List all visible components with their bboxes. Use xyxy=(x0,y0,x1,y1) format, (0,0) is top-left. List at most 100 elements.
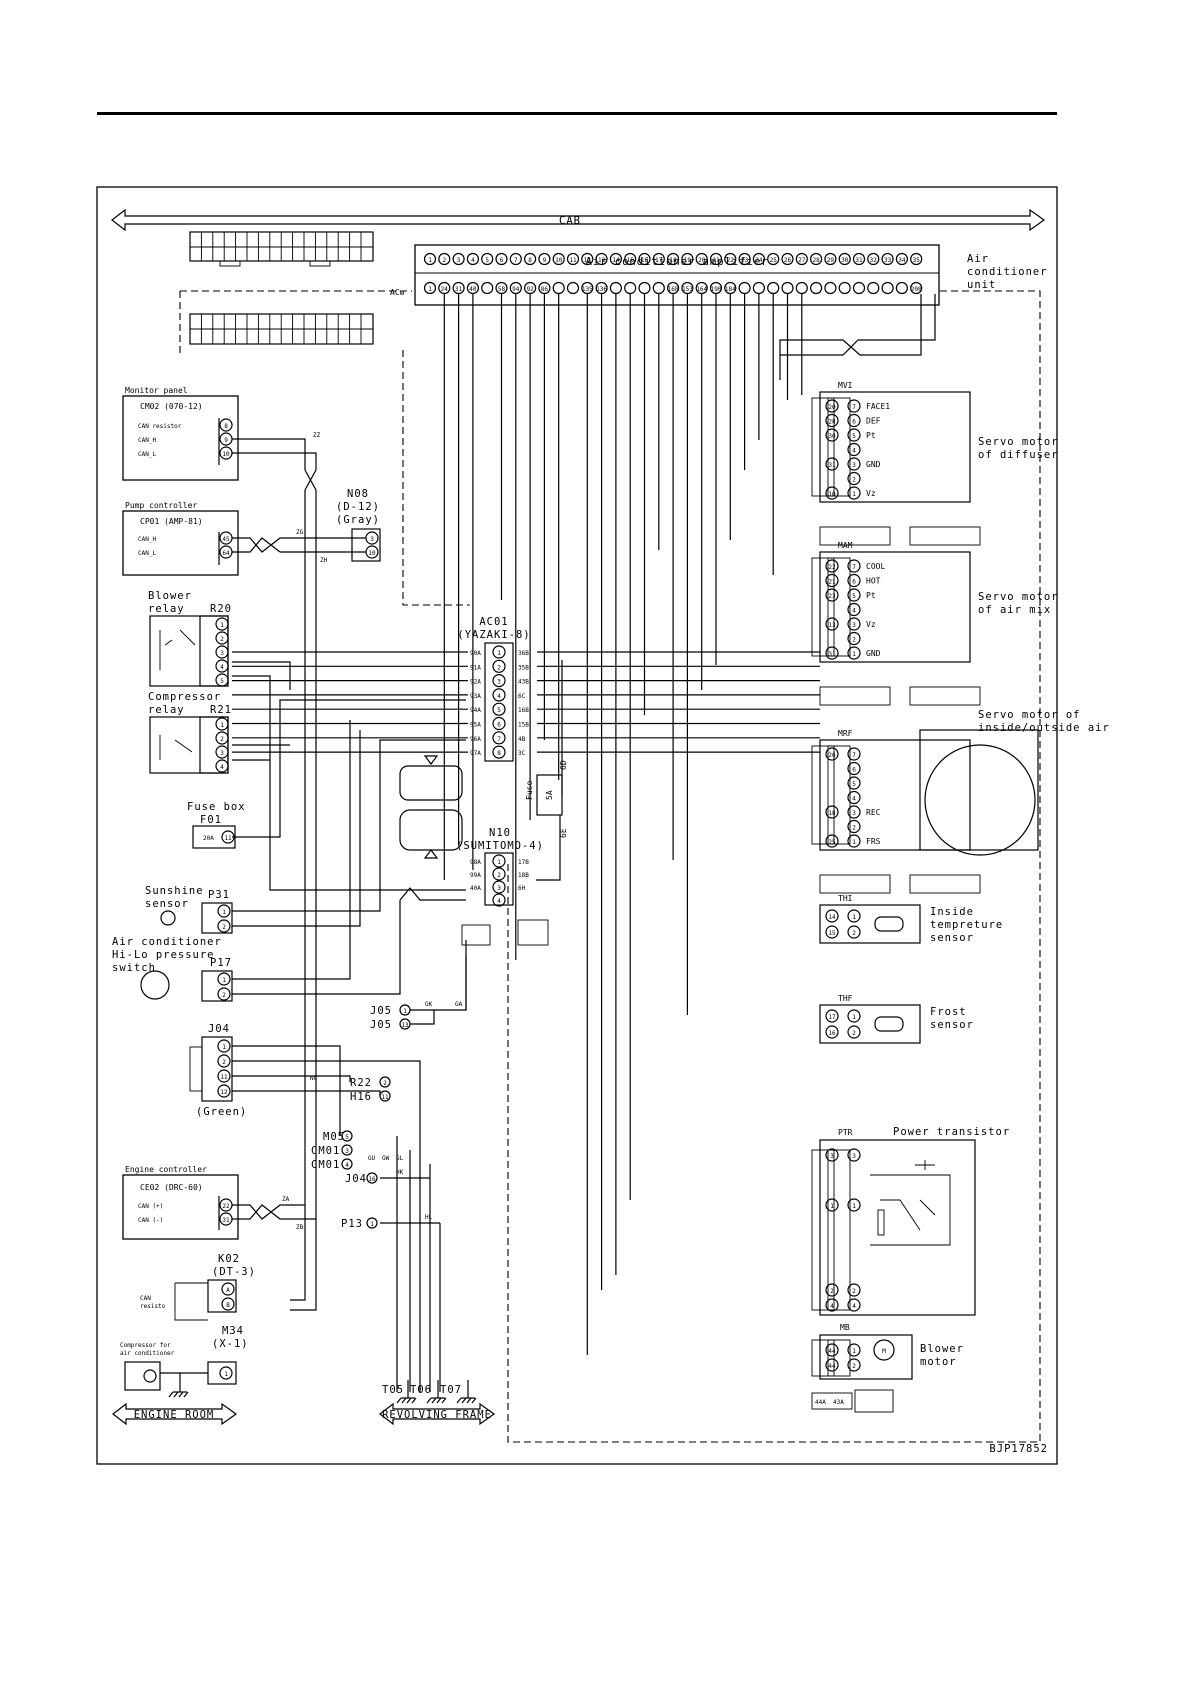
ce02-label: CE02 (DRC-60) xyxy=(140,1183,203,1192)
mam-pin-1-circle xyxy=(847,646,861,660)
ptr-wire-4-circle xyxy=(825,1298,839,1312)
mam-wire-5-circle xyxy=(825,588,839,602)
amp-lower-pin-22: 184 xyxy=(725,286,736,293)
cm02-pin-8: 8 xyxy=(224,423,228,430)
diagram-frame xyxy=(96,186,1058,1465)
amp-pin-25-circle xyxy=(767,252,780,266)
pswitch-wire xyxy=(232,720,466,995)
ac01-right-6: 15B xyxy=(518,722,529,729)
mrf-pin-1-circle xyxy=(847,834,861,848)
amp-pin-29: 29 xyxy=(827,257,835,264)
mrf-face xyxy=(819,874,891,894)
ptr-wire-2: 2 xyxy=(830,1288,834,1295)
amp-lower-pin-2: 24 xyxy=(441,286,449,293)
amp-pin-29-circle xyxy=(824,252,837,266)
amp-lower-pin-7: 94 xyxy=(512,286,520,293)
ac01-left-6: 95A xyxy=(470,722,481,729)
wire-zh: ZH xyxy=(320,557,328,564)
mam-pin-3-circle xyxy=(847,617,861,631)
mrf-frame xyxy=(919,729,1039,851)
m05-pin: 5 xyxy=(345,1134,349,1141)
n10-pin-4: 4 xyxy=(497,898,501,905)
ac01-pin-2: 2 xyxy=(497,664,501,671)
mrf-wire-7: 26 xyxy=(828,752,836,759)
mvi-pin-3: 3 xyxy=(852,462,856,469)
amp-pin-30: 30 xyxy=(841,257,849,264)
mrf-pin-7-circle xyxy=(847,747,861,761)
pressure-switch-label-3: switch xyxy=(112,962,156,974)
mrf-pin-5: 5 xyxy=(852,781,856,788)
mb-motor-symbol: M xyxy=(882,1348,886,1355)
n10-right-3: 6H xyxy=(518,885,526,892)
mam-wire-6-circle xyxy=(825,573,839,588)
mrf-conn2 xyxy=(811,745,835,845)
amp-pin-4: 4 xyxy=(471,257,475,264)
thf-wire-1-circle xyxy=(825,1009,839,1023)
mb-title: Blower xyxy=(920,1343,964,1355)
wire-hk: HK xyxy=(396,1169,404,1176)
mam-wire-1-circle xyxy=(825,646,839,660)
r20-pin-2-circle xyxy=(215,631,229,645)
fuse-5a-rating: 5A xyxy=(545,790,554,800)
mam-label: MAM xyxy=(838,541,853,550)
n08-label: N08 xyxy=(347,488,369,500)
amp-pin-20-circle xyxy=(695,252,708,266)
amp-lower-pin-35: 208 xyxy=(911,286,922,293)
thi-pin-1-circle xyxy=(847,909,861,923)
amp-pin-12-circle xyxy=(581,252,594,266)
j04-pin-16: 16 xyxy=(368,1176,376,1183)
amp-pin-22: 22 xyxy=(727,257,735,264)
amp-pin-8-circle xyxy=(523,252,537,266)
mam-pin-7-circle xyxy=(847,559,861,573)
n10-pin-3-circle xyxy=(492,880,506,894)
mrf-pin-7: 7 xyxy=(852,752,856,759)
f01-pin-11: 11 xyxy=(224,835,232,842)
mam-pin-2: 2 xyxy=(852,637,856,644)
wire-gu: GU xyxy=(368,1155,376,1162)
amp-lower-pin-11-circle xyxy=(566,281,580,295)
mvi-sig-4: GND xyxy=(866,460,881,469)
amp-lower-pin-4: 40 xyxy=(469,286,477,293)
h16-ref: H16 xyxy=(350,1091,372,1103)
mrf-wire-1: 25 xyxy=(828,839,836,846)
mvi-wire-1: 10 xyxy=(828,491,836,498)
amp-lower-pin-17-circle xyxy=(652,281,665,295)
j04-pin-2: 2 xyxy=(222,1059,226,1066)
thf-pin-2-circle xyxy=(847,1025,861,1039)
ce02-pin-22: 22 xyxy=(222,1203,230,1210)
ptr-label: PTR xyxy=(838,1128,853,1137)
acw-connector-face-bottom xyxy=(189,313,374,345)
amp-lower-pin-4-circle xyxy=(466,281,479,295)
mvi-label: MVI xyxy=(838,381,853,390)
cab-arrow: CAB xyxy=(111,208,1046,232)
thi-title_3: sensor xyxy=(930,932,974,944)
mvi-pin-6-circle xyxy=(847,413,861,428)
mam-pin-4: 4 xyxy=(852,608,856,615)
ac01-pin-7: 7 xyxy=(497,736,501,743)
mrf-sig-6: FRS xyxy=(866,837,881,846)
mrf-sig-4: REC xyxy=(866,808,881,817)
mrf-pin-2-circle xyxy=(847,819,861,834)
amp-lower-pin-3-circle xyxy=(452,281,465,295)
ac01-pin-4-circle xyxy=(492,688,506,702)
mam-wire-5: 23 xyxy=(828,593,836,600)
amp-pin-10: 10 xyxy=(555,257,563,264)
j05-pin-1: 1 xyxy=(403,1008,407,1015)
ac01-pin-6: 6 xyxy=(497,722,501,729)
mvi-pin-7-circle xyxy=(847,399,861,413)
cm01-pin-4: 4 xyxy=(345,1162,349,1169)
n10-left-3: 40A xyxy=(470,885,481,892)
amp-lower-pin-20-circle xyxy=(695,281,708,295)
mrf-wire-3-circle xyxy=(825,805,839,819)
cab-boundary-left xyxy=(179,291,470,606)
j04-pin-12: 12 xyxy=(220,1089,228,1096)
mvi-wire-3: 31 xyxy=(828,462,836,469)
amp-lower-pin-1: 1 xyxy=(428,286,432,293)
fuse-box-f01: Fuse box F01 20A 11 xyxy=(187,801,245,849)
mb-conn-2: 43A xyxy=(833,1399,844,1406)
mam-pin-4-circle xyxy=(847,602,861,617)
mb-wire-1: 44 xyxy=(828,1348,836,1355)
